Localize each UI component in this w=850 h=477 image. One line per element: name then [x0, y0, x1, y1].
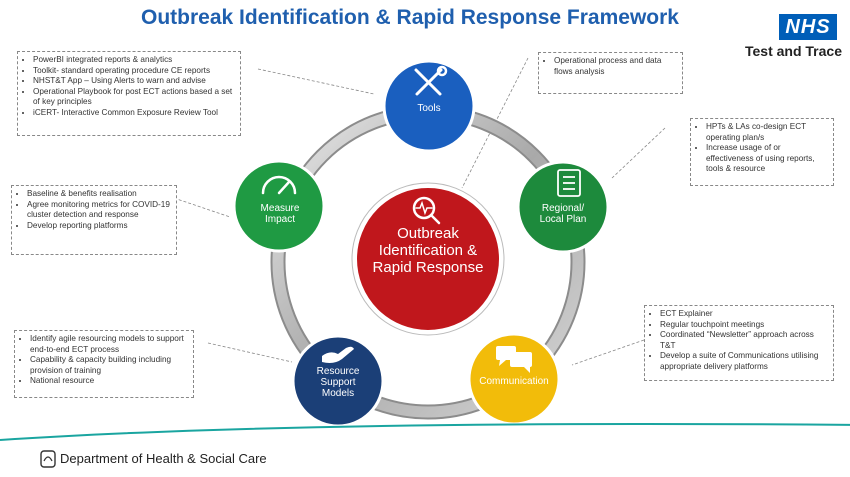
regional-notes: HPTs & LAs co-design ECT operating plan/…: [690, 118, 834, 186]
regional-circle: [516, 160, 610, 254]
list-item: Identify agile resourcing models to supp…: [30, 334, 188, 355]
tools-label: Tools: [417, 103, 441, 114]
list-item: HPTs & LAs co-design ECT operating plan/…: [706, 122, 828, 143]
list-item: Coordinated “Newsletter” approach across…: [660, 330, 828, 351]
resource-notes: Identify agile resourcing models to supp…: [14, 330, 194, 398]
list-item: ECT Explainer: [660, 309, 828, 320]
tools-icon: [414, 65, 448, 96]
center-label: Outbreak Identification & Rapid Response: [372, 225, 484, 276]
connector-communication: [571, 339, 645, 366]
list-item: iCERT- Interactive Common Exposure Revie…: [33, 108, 235, 119]
crest-icon: [40, 450, 56, 468]
list-item: Baseline & benefits realisation: [27, 189, 171, 200]
center-circle: [353, 184, 503, 334]
test-and-trace-label: Test and Trace: [744, 43, 842, 59]
list-item: Capability & capacity building including…: [30, 355, 188, 376]
list-item: Agree monitoring metrics for COVID-19 cl…: [27, 200, 171, 221]
list-item: National resource: [30, 376, 188, 387]
communication-label: Communication: [479, 376, 549, 387]
list-item: Increase usage of or effectiveness of us…: [706, 143, 828, 175]
regional-label: Regional/ Local Plan: [539, 203, 587, 225]
list-item: Regular touchpoint meetings: [660, 320, 828, 331]
list-item: Operational process and data flows analy…: [554, 56, 677, 77]
hand-icon: [322, 346, 354, 363]
communication-notes: ECT Explainer Regular touchpoint meeting…: [644, 305, 834, 381]
list-item: Develop a suite of Communications utilis…: [660, 351, 828, 372]
connector-resource: [207, 342, 293, 363]
connector-regional: [611, 127, 666, 179]
list-item: PowerBI integrated reports & analytics: [33, 55, 235, 66]
list-item: Operational Playbook for post ECT action…: [33, 87, 235, 108]
process-notes: Operational process and data flows analy…: [538, 52, 683, 94]
speech-bubbles-icon: [496, 346, 532, 373]
resource-label: Resource Support Models: [316, 366, 360, 399]
footer-divider: [0, 423, 850, 441]
nhs-logo: NHS: [779, 14, 837, 40]
footer-department: Department of Health & Social Care: [60, 451, 267, 466]
measure-notes: Baseline & benefits realisation Agree mo…: [11, 185, 177, 255]
connector-tools: [257, 68, 375, 95]
tools-circle: [382, 59, 476, 153]
list-item: NHST&T App – Using Alerts to warn and ad…: [33, 76, 235, 87]
clipboard-icon: [557, 169, 581, 197]
measure-label: Measure Impact: [260, 203, 300, 225]
list-item: Develop reporting platforms: [27, 221, 171, 232]
tools-notes: PowerBI integrated reports & analytics T…: [17, 51, 241, 136]
gauge-icon: [261, 175, 297, 195]
list-item: Toolkit- standard operating procedure CE…: [33, 66, 235, 77]
page-title: Outbreak Identification & Rapid Response…: [141, 6, 679, 29]
magnifier-icon: [412, 196, 441, 225]
measure-circle: [232, 159, 326, 253]
connector-measure: [173, 197, 231, 218]
